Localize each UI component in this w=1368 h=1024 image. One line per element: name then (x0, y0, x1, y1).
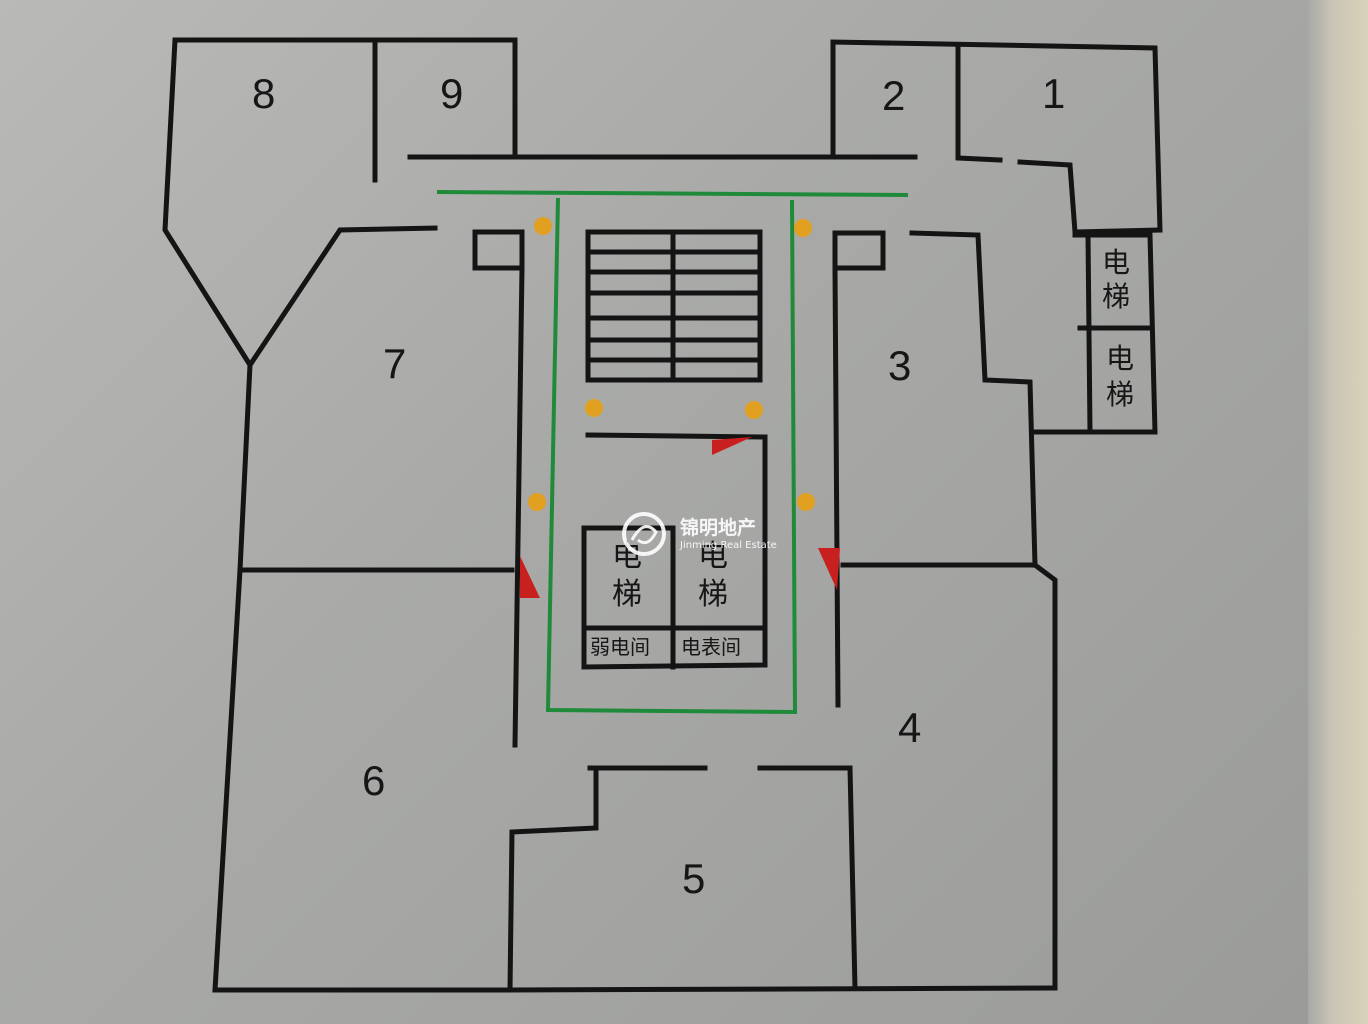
walls (162, 37, 1163, 993)
meter-room-label: 电表间 (681, 635, 741, 659)
door-marker (520, 556, 540, 598)
room-label-9: 9 (440, 70, 463, 117)
room-label-2: 2 (882, 72, 905, 119)
exit-markers (528, 217, 815, 511)
watermark-cn: 锦明地产 (680, 516, 756, 539)
elevator-right-bottom-line1: 电 (1106, 342, 1134, 375)
elevator-core-left-line2: 梯 (612, 577, 642, 612)
exit-marker (745, 401, 763, 419)
elevator-right-top-line2: 梯 (1102, 280, 1130, 313)
sign-frame-edge (1308, 0, 1368, 1024)
exit-marker (794, 219, 812, 237)
corridor-outline (436, 190, 909, 715)
door-marker (712, 437, 752, 455)
room-label-7: 7 (383, 340, 406, 387)
elevator-core-right-line2: 梯 (698, 577, 728, 612)
exit-marker (528, 493, 546, 511)
door-markers (520, 437, 840, 598)
watermark-en: Jinming Real Estate (679, 540, 777, 551)
exit-marker (585, 399, 603, 417)
room-label-8: 8 (252, 70, 275, 117)
room-label-5: 5 (682, 855, 705, 902)
weak-current-room-label: 弱电间 (590, 635, 650, 659)
exit-marker (534, 217, 552, 235)
room-labels: 8 9 2 1 7 3 4 6 5 (252, 70, 1065, 902)
watermark: 锦明地产 Jinming Real Estate (622, 512, 777, 556)
elevator-labels: 电 梯 电 梯 电 梯 电 梯 弱电间 电表间 (590, 246, 1134, 659)
elevator-core-right-line1: 电 (698, 539, 728, 574)
room-label-3: 3 (888, 342, 911, 389)
door-marker (818, 548, 840, 590)
room-label-6: 6 (362, 757, 385, 804)
watermark-logo-icon (622, 512, 666, 556)
room-label-4: 4 (898, 704, 921, 751)
room-label-1: 1 (1042, 70, 1065, 117)
elevator-right-bottom-line2: 梯 (1106, 378, 1134, 411)
exit-marker (797, 493, 815, 511)
elevator-right-top-line1: 电 (1102, 246, 1130, 279)
